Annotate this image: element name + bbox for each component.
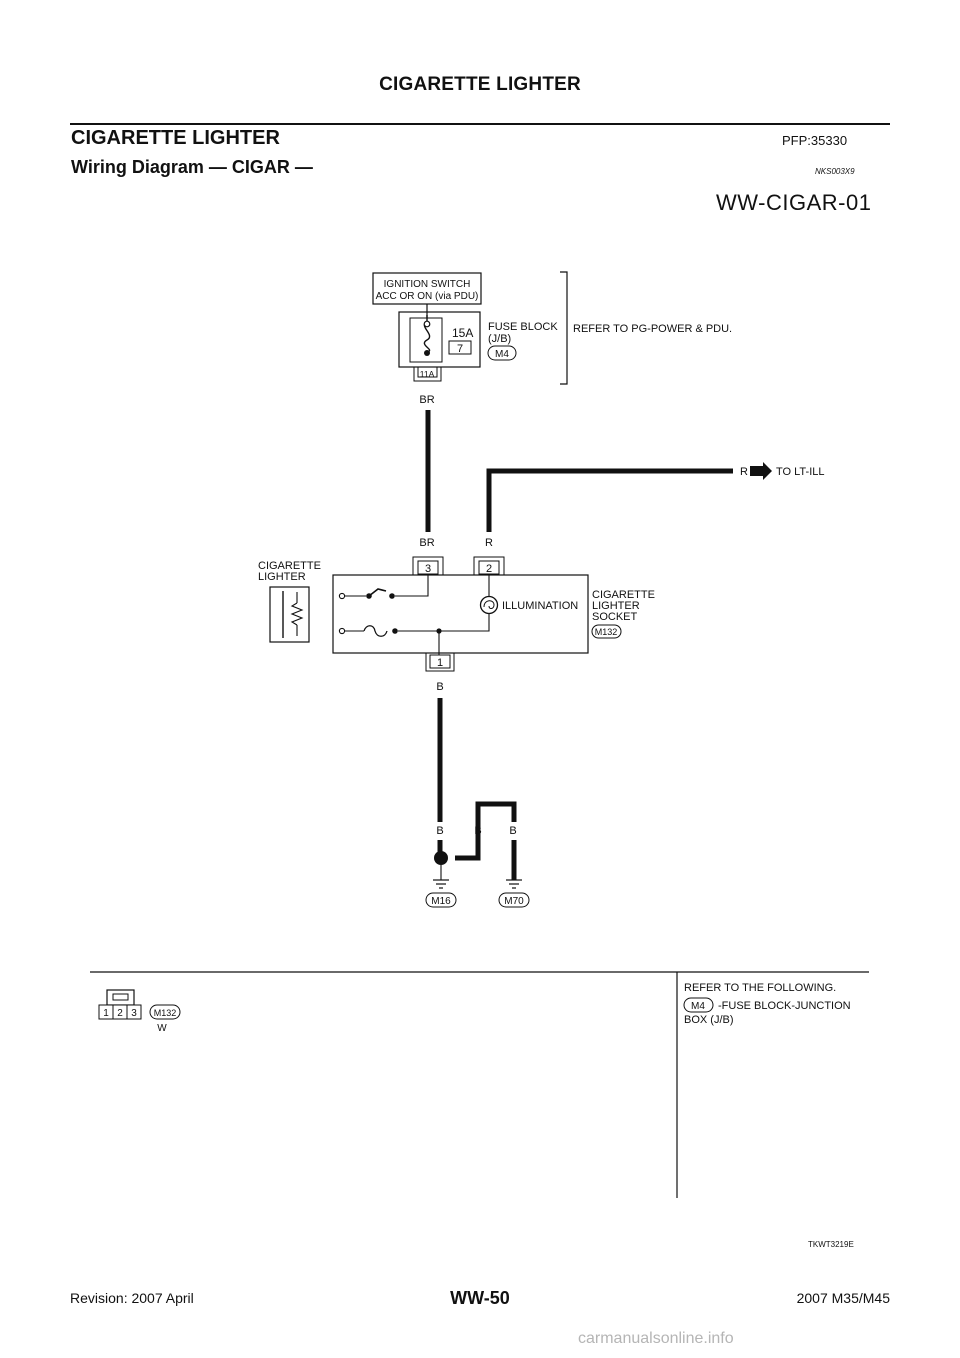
wire-b-label-ground: B (436, 825, 443, 837)
fuse-number-box (448, 340, 472, 355)
refer-heading: REFER TO THE FOLLOWING. (684, 982, 836, 994)
wire-r-label-bottom: R (485, 537, 493, 549)
socket-label-3: SOCKET (592, 611, 638, 623)
refer-connector-badge (683, 997, 714, 1013)
legend-connector-color: W (157, 1023, 167, 1034)
ground-m16-label: M16 (431, 896, 451, 907)
section-title: CIGARETTE LIGHTER (71, 127, 280, 149)
resistor-icon (290, 602, 304, 626)
fuse-terminal-label: 11A (420, 369, 435, 379)
terminal-1-label: 1 (437, 657, 443, 669)
watermark: carmanualsonline.info (578, 1330, 734, 1347)
wire-br-label-top: BR (419, 394, 434, 406)
legend-connector-label: M132 (154, 1008, 177, 1018)
reference-code: NKS003X9 (815, 167, 855, 176)
ignition-switch-box (372, 272, 482, 305)
socket-connector-label: M132 (595, 627, 618, 637)
page-number: WW-50 (450, 1288, 510, 1308)
terminal-3-box (417, 560, 439, 575)
fuse-number: 7 (457, 343, 463, 355)
lighter-switch-icon (368, 588, 387, 597)
subsection-title: Wiring Diagram — CIGAR — (71, 157, 313, 177)
illumination-label: ILLUMINATION (502, 600, 578, 612)
wire-r-label-right: R (740, 466, 748, 478)
ground-m70-label: M70 (504, 896, 524, 907)
ground-splice-dot (434, 851, 448, 865)
part-code: PFP:35330 (782, 133, 848, 148)
refer-bracket (560, 271, 568, 385)
figure-id: TKWT3219E (808, 1240, 854, 1249)
connector-pin-2: 2 (117, 1008, 123, 1019)
lighter-label-2: LIGHTER (258, 571, 306, 583)
socket-connector-badge (591, 624, 622, 639)
wire-br-label-bottom: BR (419, 537, 434, 549)
terminal-1-box (429, 654, 451, 669)
fuse-connector-label: M4 (495, 349, 509, 360)
ground-m16-badge (425, 892, 457, 908)
heater-element-icon (363, 625, 388, 637)
fuse-terminal-open (423, 320, 431, 328)
model-text: 2007 M35/M45 (796, 1290, 890, 1306)
ignition-switch-label: IGNITION SWITCH (384, 279, 471, 290)
connector-pin-3: 3 (131, 1008, 137, 1019)
fuse-rating: 15A (452, 326, 473, 340)
fuse-block-jb: (J/B) (488, 333, 511, 345)
connector-pin-1: 1 (103, 1008, 109, 1019)
wire-b-ground-loop (455, 801, 517, 861)
arrow-right-icon (750, 462, 772, 480)
terminal-2-box (478, 560, 500, 575)
refer-power-text: REFER TO PG-POWER & PDU. (573, 323, 732, 335)
fuse-connector-badge (487, 345, 517, 361)
illumination-bulb-icon (479, 595, 499, 615)
legend-connector-badge (149, 1004, 181, 1020)
running-title: CIGARETTE LIGHTER (379, 74, 581, 95)
terminal-2-label: 2 (486, 563, 492, 575)
socket-label: CIGARETTE (592, 589, 655, 601)
fuse-terminal-closed (424, 350, 430, 356)
cigarette-lighter-box (269, 586, 310, 643)
wire-b-label-m70: B (509, 825, 516, 837)
refer-description-2: BOX (J/B) (684, 1014, 734, 1026)
to-lt-ill-label: TO LT-ILL (776, 466, 825, 478)
header-rule (70, 123, 890, 125)
lighter-label: CIGARETTE (258, 560, 321, 572)
cigarette-lighter-socket-box (332, 574, 589, 654)
refer-connector-label: M4 (691, 1001, 705, 1012)
wire-b-label-top: B (436, 681, 443, 693)
ignition-switch-condition: ACC OR ON (via PDU) (376, 291, 479, 302)
fuse-block-label: FUSE BLOCK (488, 321, 558, 333)
refer-description: -FUSE BLOCK-JUNCTION (718, 1000, 851, 1012)
ground-m70-badge (498, 892, 530, 908)
wire-r (486, 468, 733, 532)
revision-text: Revision: 2007 April (70, 1290, 194, 1306)
terminal-3-label: 3 (425, 563, 431, 575)
diagram-id: WW-CIGAR-01 (716, 190, 872, 215)
socket-label-2: LIGHTER (592, 600, 640, 612)
wire-b-label-loop: B (474, 825, 481, 837)
